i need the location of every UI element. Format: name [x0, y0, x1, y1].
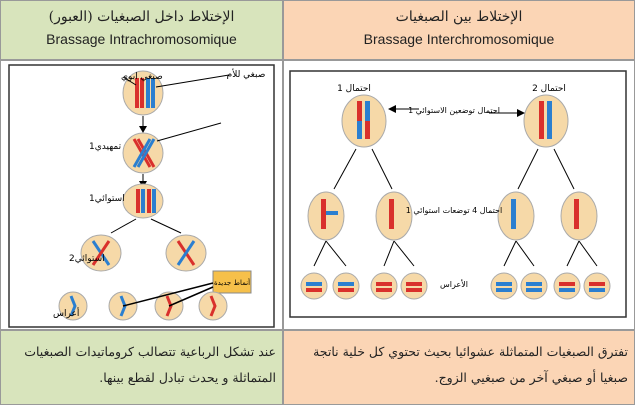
footer-intrachromosomal: عند تشكل الرباعية تتصالب كروماتيدات الصب…: [0, 330, 283, 405]
label-metaphase2: استوائي2: [69, 254, 105, 264]
gametes-row: [300, 272, 611, 300]
label-option2: احتمال 2: [532, 84, 566, 94]
header-left-arabic: الإختلاط داخل الصبغيات (العبور): [48, 9, 235, 25]
label-metaphase: استوائي1: [89, 194, 125, 204]
label-gametes: أعراس: [53, 307, 79, 319]
option1-cell: [341, 94, 387, 148]
header-interchromosomal: الإختلاط بين الصبغيات Brassage Interchro…: [283, 0, 635, 60]
header-right-french: Brassage Interchromosomique: [363, 31, 555, 47]
gamete-4: [198, 291, 228, 321]
label-new-combos: أنماط جديدة: [214, 278, 250, 287]
label-placement: احتمال توضعين الاستوائي 1: [408, 106, 500, 115]
footer-interchromosomal: تفترق الصبغيات المتماثلة عشوائيا بحيث تح…: [283, 330, 635, 405]
label-maternal: صبغي للأم: [227, 68, 266, 80]
label-option1: احتمال 1: [337, 84, 371, 94]
header-intrachromosomal: الإختلاط داخل الصبغيات (العبور) Brassage…: [0, 0, 283, 60]
label-prophase: تمهيدي1: [89, 142, 122, 152]
independent-assortment-diagram: احتمال 1 احتمال 2 احتمال توضعين الاستوائ…: [283, 60, 635, 330]
label-four-placements: احتمال 4 توضعات استوائي 1: [406, 206, 502, 215]
gamete-1: [58, 291, 88, 321]
assortment-figure: احتمال 1 احتمال 2 احتمال توضعين الاستوائ…: [289, 70, 627, 318]
option2-cell: [523, 94, 569, 148]
label-gametes-right: الأعراس: [440, 279, 468, 289]
header-left-french: Brassage Intrachromosomique: [46, 31, 237, 47]
header-right-arabic: الإختلاط بين الصبغيات: [395, 9, 523, 25]
crossing-over-diagram: صبغي ابوي صبغي للأم تمهيدي1 استوائي1 است…: [0, 60, 283, 330]
label-paternal: صبغي ابوي: [121, 72, 163, 82]
new-combos-box: [212, 270, 252, 294]
crossing-over-figure: صبغي ابوي صبغي للأم تمهيدي1 استوائي1 است…: [8, 64, 275, 328]
